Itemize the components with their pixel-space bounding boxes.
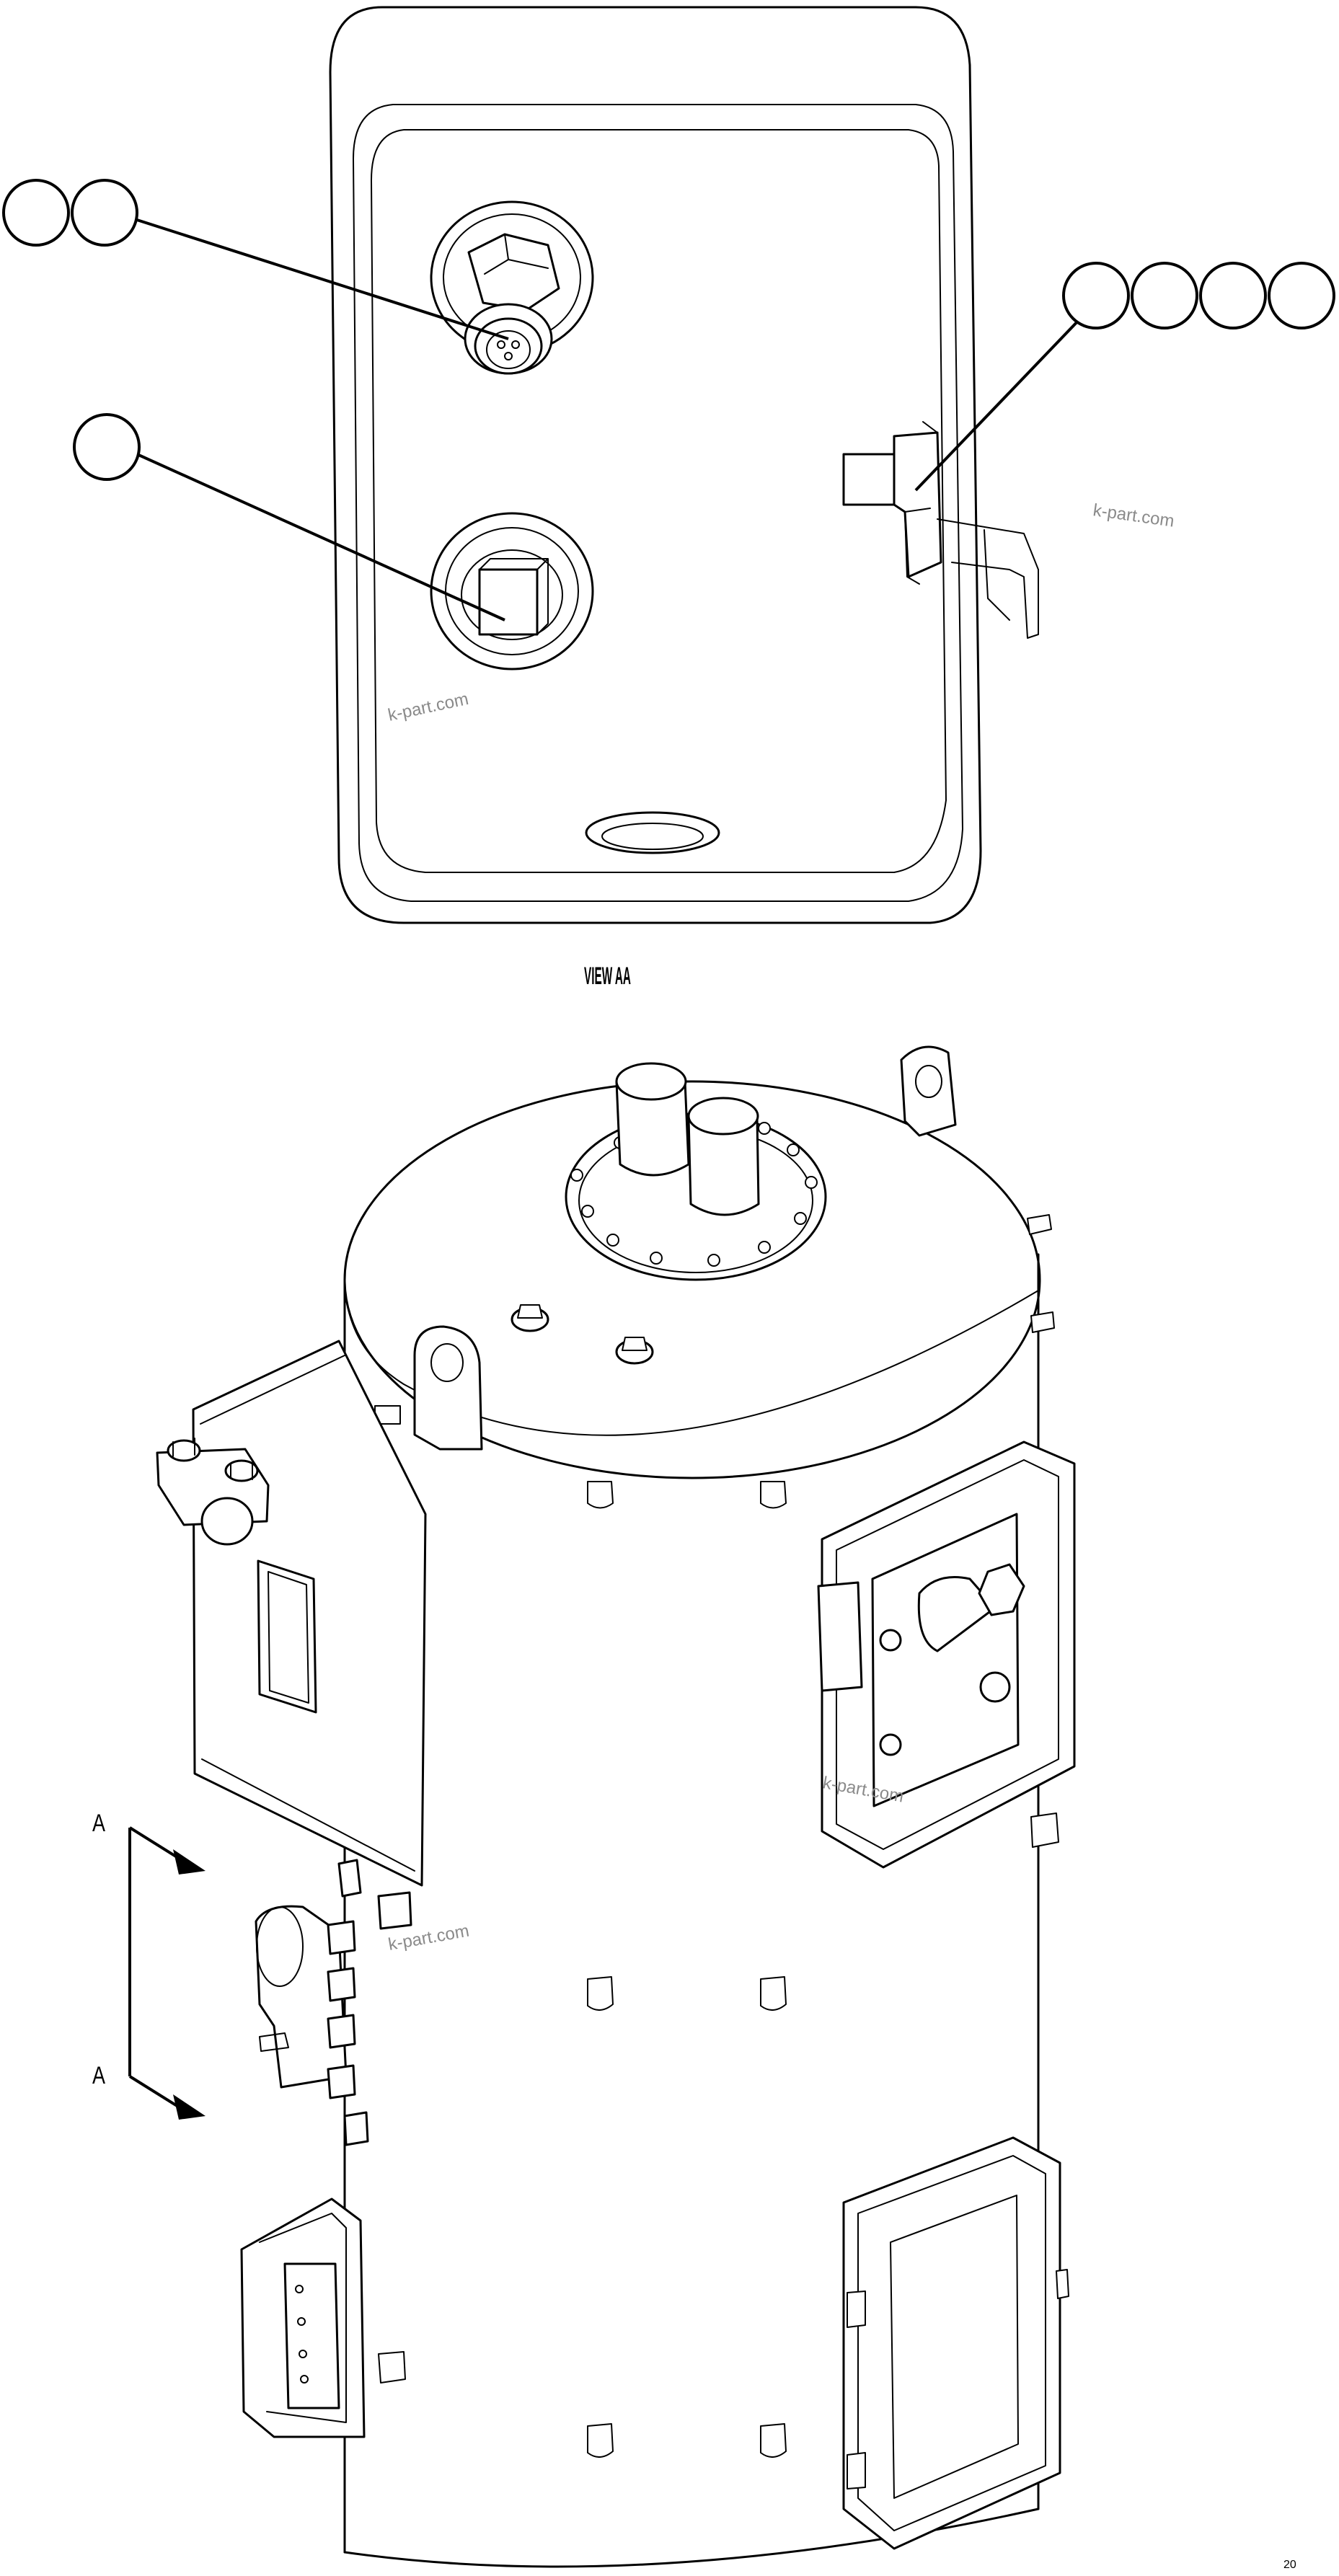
callout-bubble-5 — [1131, 262, 1198, 329]
body-tab-5 — [760, 2423, 787, 2458]
hex-fitting-side — [484, 234, 549, 275]
latch-clip — [937, 518, 1039, 639]
watermark-top-left: k-part.com — [386, 689, 470, 725]
leader-upper-fitting — [136, 218, 509, 340]
callout-bubble-1 — [2, 179, 70, 247]
callout-bubble-6 — [1199, 262, 1267, 329]
body-tab-4 — [587, 2423, 614, 2458]
side-fittings — [255, 1859, 412, 2146]
top-rim-tab-2 — [760, 1481, 787, 1509]
inspection-window — [257, 1559, 317, 1714]
callout-bubble-4 — [1062, 262, 1130, 329]
cover-outline — [329, 6, 982, 924]
cover-recess — [371, 129, 947, 873]
section-label-upper: A — [92, 1810, 105, 1837]
section-label-lower: A — [92, 2062, 105, 2089]
hex-fitting — [467, 233, 560, 311]
callout-bubble-2 — [71, 179, 138, 247]
section-a-a-indicator: A A — [92, 1810, 206, 2120]
watermark-top-right: k-part.com — [1092, 500, 1175, 531]
body-tab-3 — [378, 2351, 406, 2384]
cover-inner-outline — [353, 104, 963, 902]
body-tab-2 — [760, 1976, 787, 2011]
square-plug — [478, 568, 539, 636]
lower-boss — [430, 512, 594, 670]
leader-side-latch — [914, 316, 1083, 492]
section-arrow-upper — [173, 1849, 206, 1875]
flange-bolts — [570, 1122, 818, 1267]
section-arrow-lower — [173, 2094, 206, 2120]
lower-boss-inner — [445, 527, 579, 655]
view-aa-detail — [329, 6, 1039, 924]
callouts — [2, 179, 1335, 621]
tank-top-rim — [344, 1279, 1039, 1436]
top-rim-tab-1 — [587, 1481, 614, 1509]
side-latch — [842, 453, 896, 506]
callout-bubble-7 — [1268, 262, 1335, 329]
right-access-panel-lower — [842, 2136, 1061, 2550]
body-tab-1 — [587, 1976, 614, 2011]
figure-code: 20 — [1283, 2559, 1296, 2571]
callout-bubble-3 — [73, 413, 141, 481]
view-aa-label: VIEW AA — [584, 962, 631, 990]
leader-square-plug — [136, 453, 505, 621]
sight-gauge — [255, 1905, 348, 2089]
drain-slot — [585, 811, 720, 854]
tank-assembly: A A — [92, 1045, 1076, 2568]
sensor-connector — [486, 330, 531, 369]
